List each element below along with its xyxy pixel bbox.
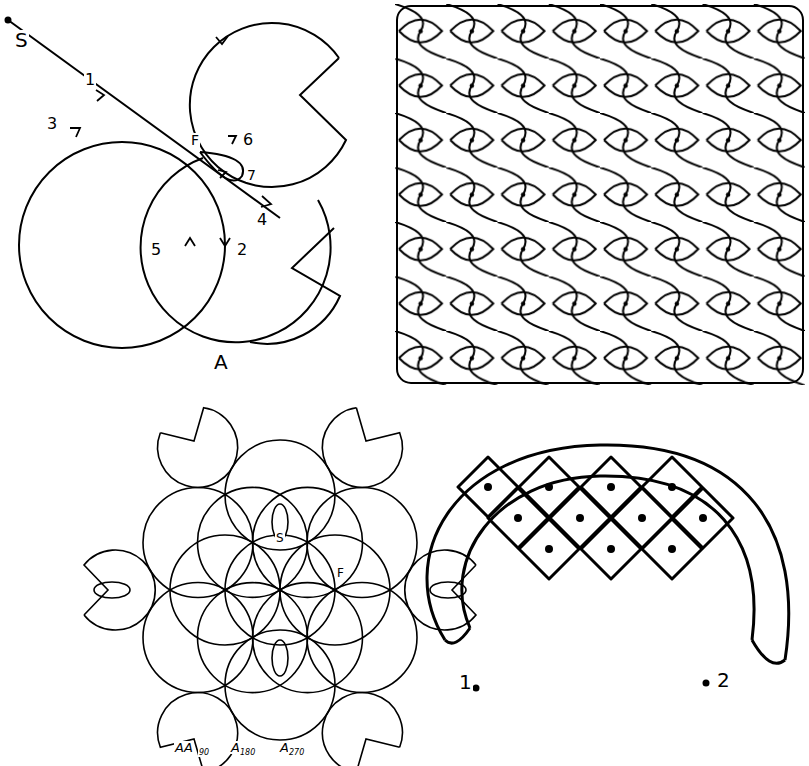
rotation-subscript: 90	[198, 749, 210, 757]
step-number: 6	[242, 132, 254, 148]
step-number: 4	[256, 212, 268, 228]
flower-figure	[84, 400, 476, 766]
start-label: S	[14, 30, 29, 50]
lattice-kolam	[427, 445, 789, 692]
step-number: 2	[236, 242, 248, 258]
point-label: F	[190, 133, 200, 147]
figure-name: AA	[174, 741, 194, 754]
figure-a	[6, 18, 347, 349]
step-number: 3	[46, 116, 58, 132]
point-label: F	[336, 567, 345, 579]
rotation-subscript: 270	[288, 749, 305, 757]
rotation-subscript: 180	[239, 749, 256, 757]
figure-label: A	[213, 352, 229, 372]
dot-number: 1	[458, 672, 473, 692]
step-number: 5	[150, 242, 162, 258]
step-number: 1	[84, 72, 96, 88]
dot-number: 2	[716, 670, 731, 690]
kolam-grid	[395, 4, 805, 385]
start-label: S	[275, 532, 285, 544]
step-number: 7	[246, 168, 257, 182]
